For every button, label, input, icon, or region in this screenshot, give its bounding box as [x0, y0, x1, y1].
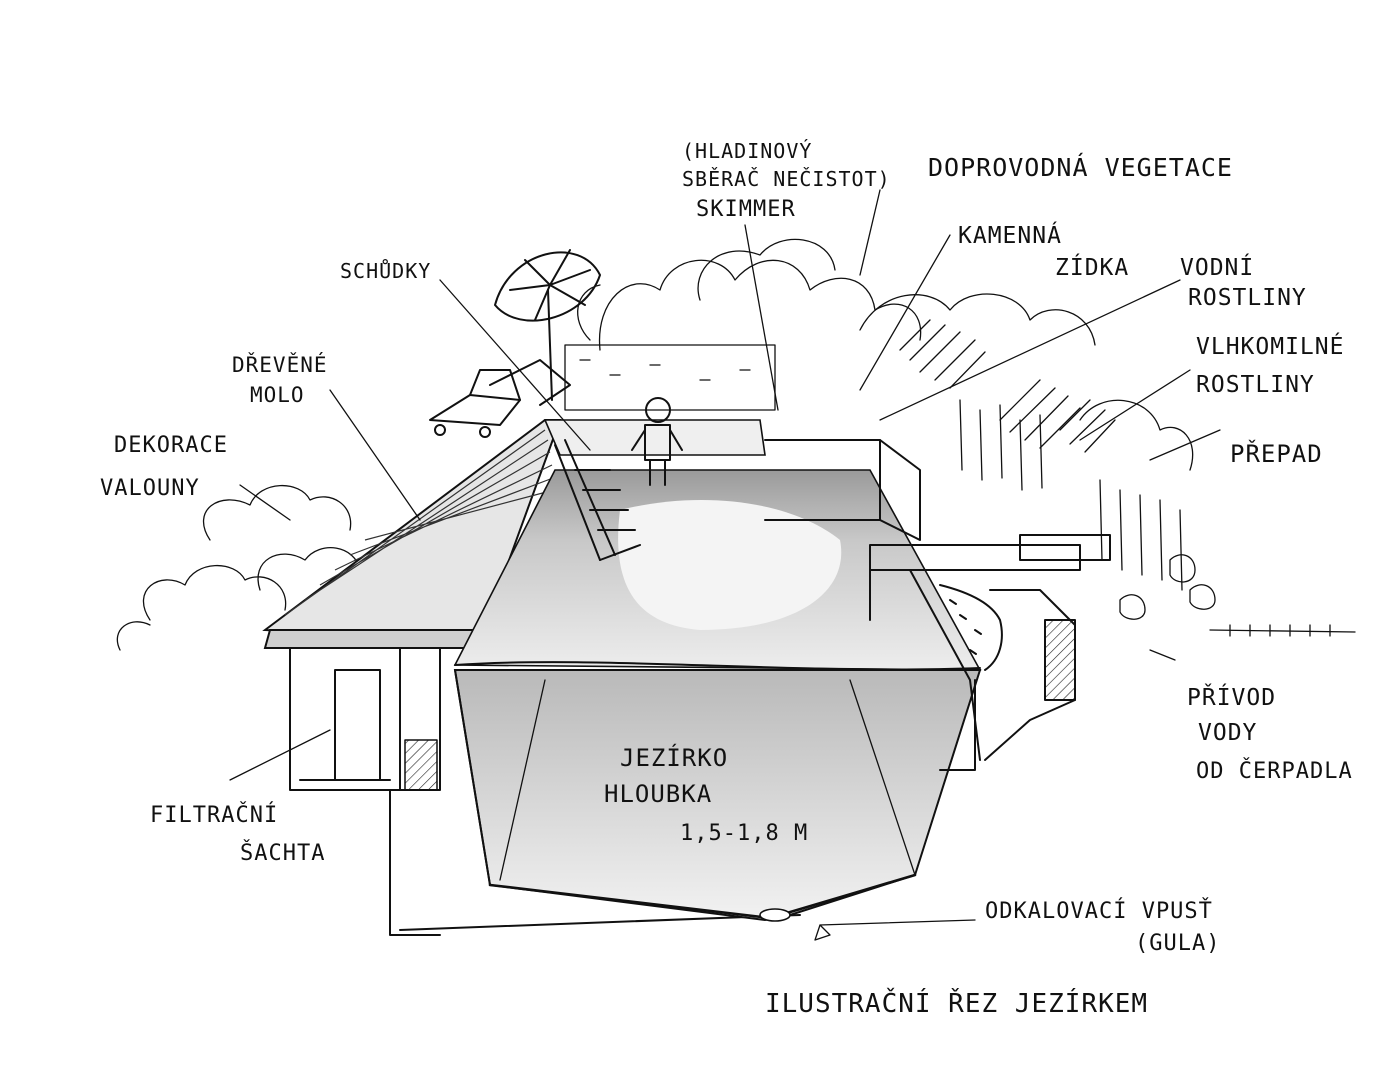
water-inlet-label-line2: VODY	[1198, 720, 1257, 746]
pond-label-line3: 1,5-1,8 M	[680, 821, 808, 846]
skimmer-label-line1: (HLADINOVÝ	[682, 139, 812, 163]
pond-label-line2: HLOUBKA	[604, 780, 712, 808]
water-inlet-label-line3: OD ČERPADLA	[1196, 758, 1353, 784]
wooden-pier-label-line2: MOLO	[250, 383, 305, 407]
water-plants-label-line1: VODNÍ	[1180, 253, 1254, 281]
sun-loungers	[429, 359, 571, 438]
stone-wall-label-line2: ZÍDKA	[1055, 253, 1129, 281]
pond-stairs	[554, 439, 641, 561]
water-plants-label-line2: ROSTLINY	[1188, 285, 1307, 311]
vegetation-label: DOPROVODNÁ VEGETACE	[928, 153, 1233, 182]
wooden-deck	[262, 419, 766, 649]
moisture-plants-label-line1: VLHKOMILNÉ	[1196, 332, 1344, 360]
swimmer-figure	[631, 397, 683, 486]
drain-label-line2: (GULA)	[1135, 931, 1220, 956]
filter-shaft	[289, 647, 801, 936]
decor-pebbles-label-line2: VALOUNY	[100, 476, 200, 501]
skimmer-label-line2: SBĚRAČ NEČISTOT)	[682, 167, 891, 191]
umbrella	[494, 249, 601, 401]
stone-wall-label-line1: KAMENNÁ	[958, 221, 1062, 249]
leader-lines	[229, 189, 1221, 941]
pond-label-line1: JEZÍRKO	[620, 743, 728, 772]
filter-label-line2: ŠACHTA	[240, 840, 325, 866]
wooden-pier-label-line1: DŘEVĚNÉ	[232, 352, 328, 377]
filter-label-line1: FILTRAČNÍ	[150, 802, 278, 828]
moisture-plants-label-line2: ROSTLINY	[1196, 372, 1315, 398]
plant-hatching	[899, 319, 1356, 637]
water-inlet-label-line1: PŘÍVOD	[1187, 683, 1276, 711]
pond-section	[439, 669, 982, 922]
drain-label-line1: ODKALOVACÍ VPUSŤ	[985, 898, 1213, 924]
background-vegetation	[116, 238, 1194, 651]
stone-wall-overflow	[764, 439, 1111, 771]
drawing-title: ILUSTRAČNÍ ŘEZ JEZÍRKEM	[765, 987, 1148, 1019]
back-wall	[564, 344, 776, 411]
skimmer-label-line3: SKIMMER	[696, 197, 796, 222]
annotations: (HLADINOVÝ SBĚRAČ NEČISTOT) SKIMMER DOPR…	[100, 139, 1353, 1019]
overflow-label: PŘEPAD	[1230, 439, 1323, 468]
stairs-label: SCHŮDKY	[340, 259, 431, 283]
decor-pebbles-label-line1: DEKORACE	[114, 433, 228, 458]
